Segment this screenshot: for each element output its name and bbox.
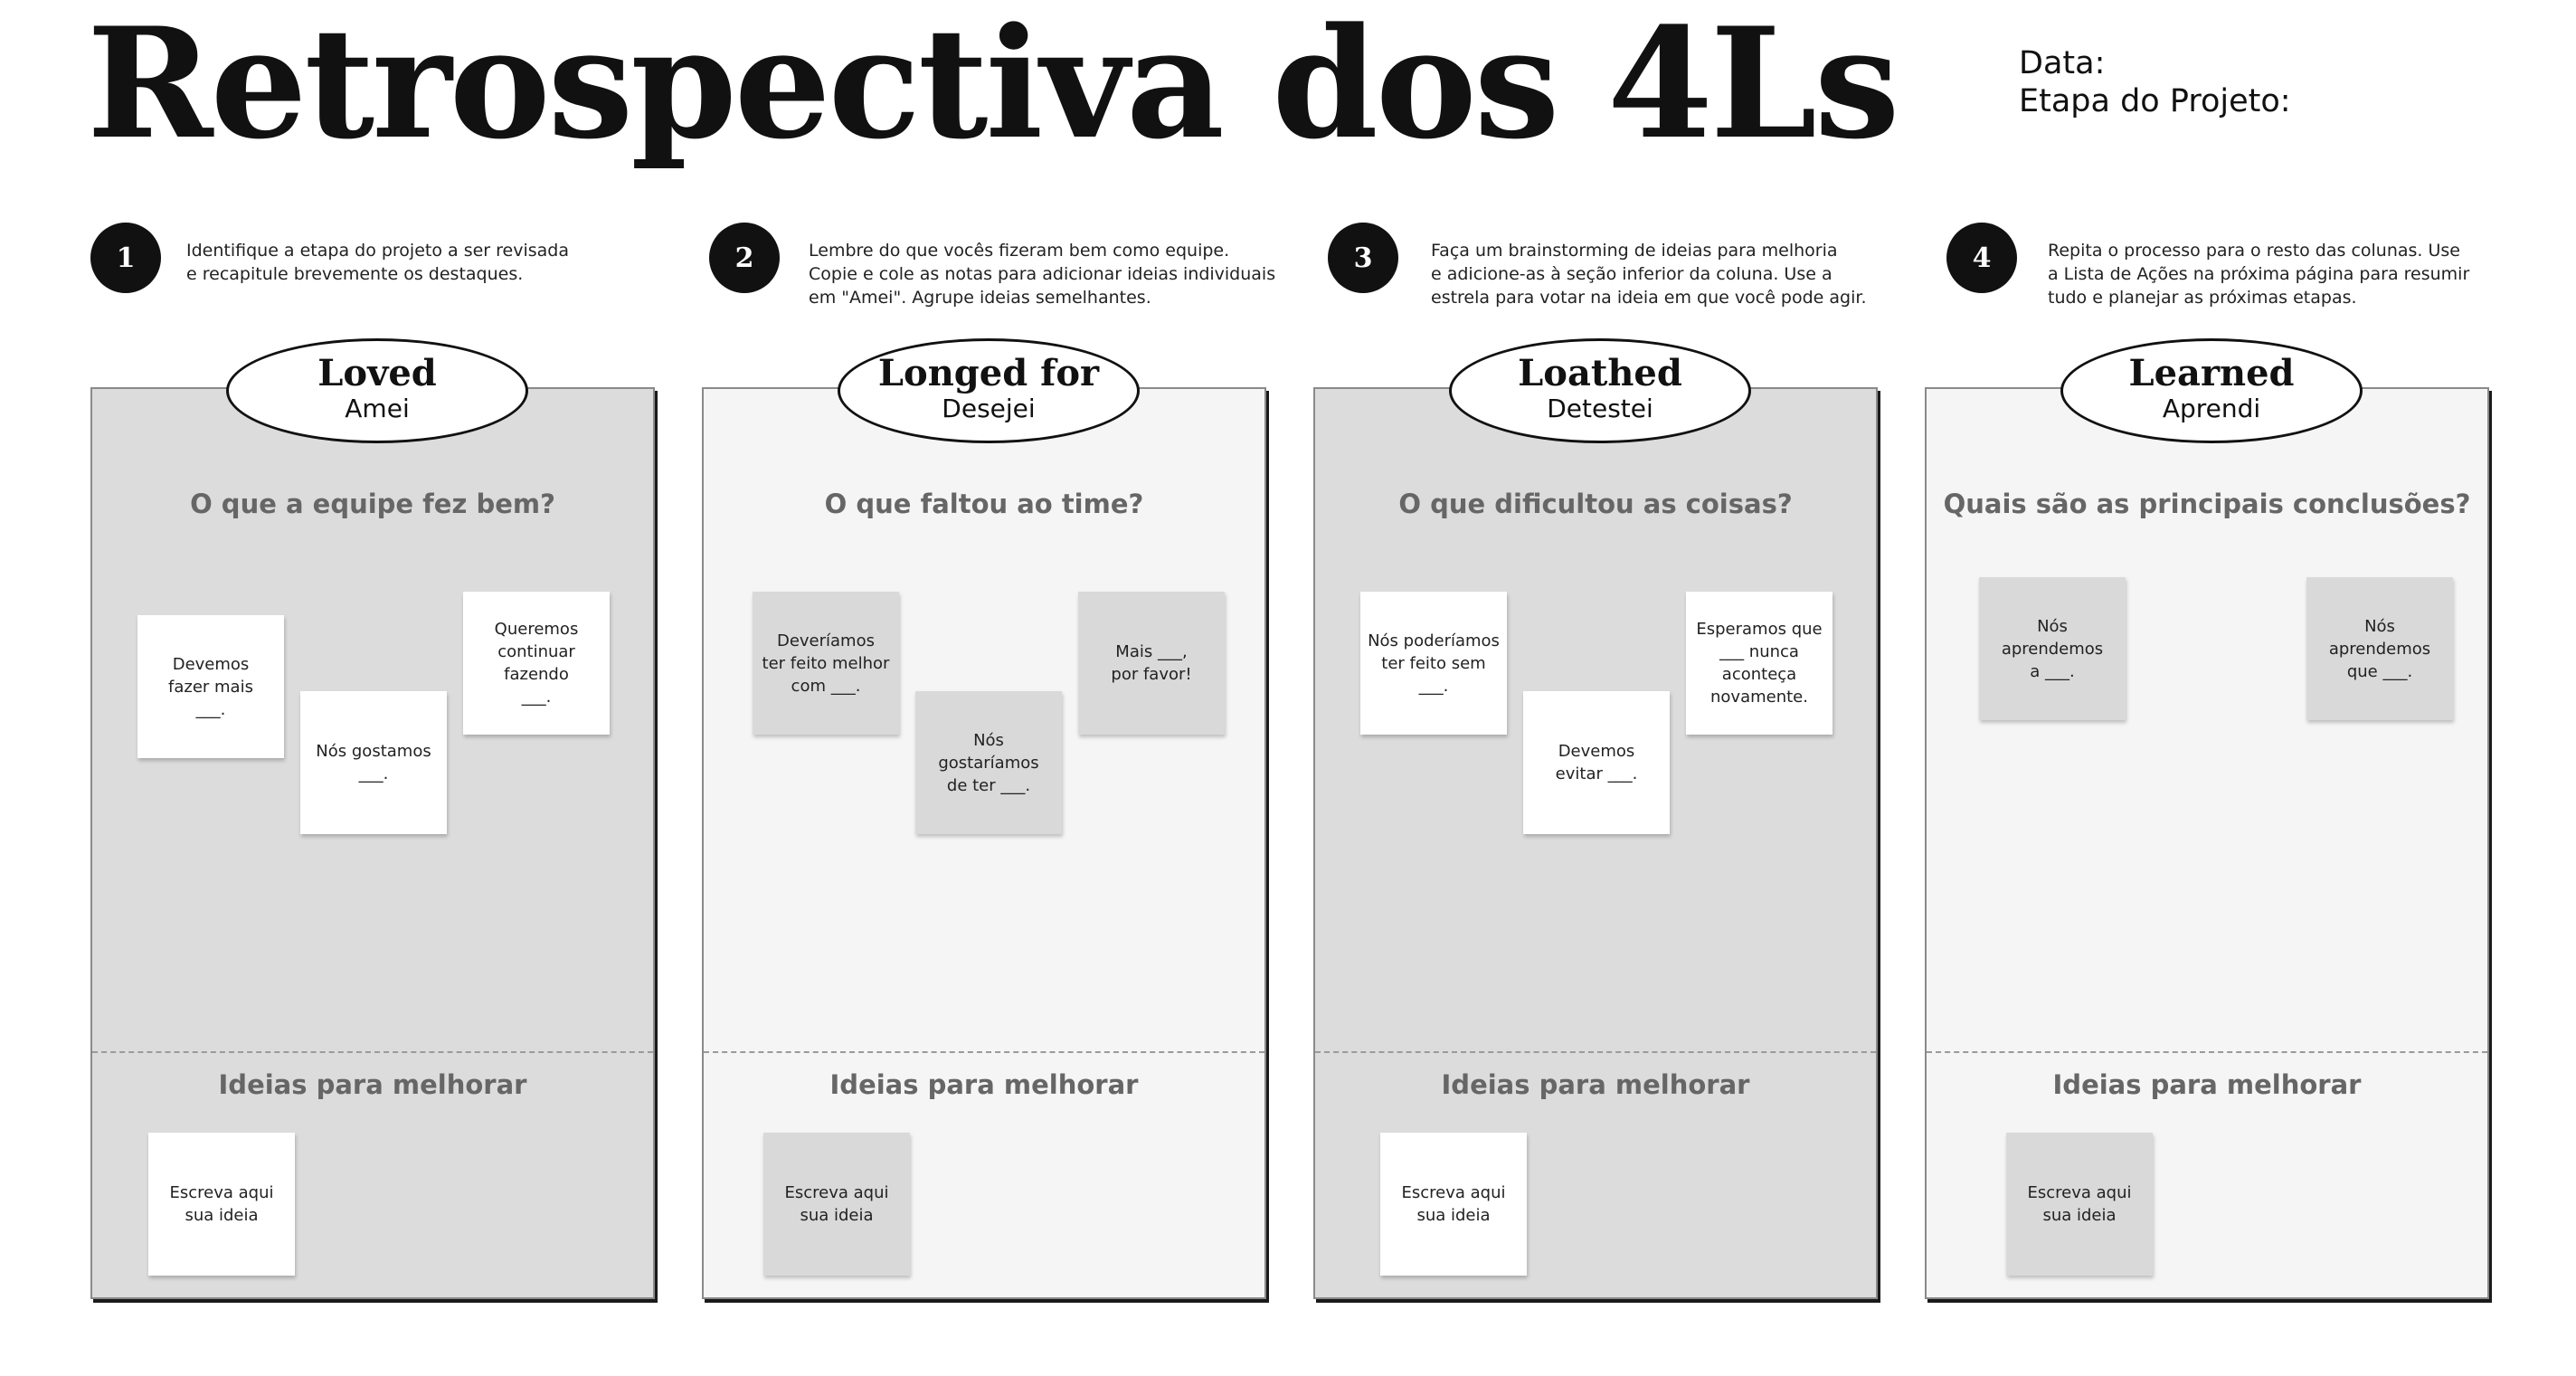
column-loved: Loved Amei O que a equipe fez bem? Devem… xyxy=(90,338,655,1299)
column-question: O que faltou ao time? xyxy=(824,489,1144,519)
idea-note[interactable]: Escreva aqui sua ideia xyxy=(2006,1133,2153,1276)
sticky-note[interactable]: Devemos evitar ___. xyxy=(1523,691,1670,834)
column-subtitle: Desejei xyxy=(942,394,1036,423)
column-title: Loved xyxy=(317,352,437,394)
column-title: Loathed xyxy=(1518,352,1682,394)
project-stage-label[interactable]: Etapa do Projeto: xyxy=(2019,83,2291,119)
step-4-text: Repita o processo para o resto das colun… xyxy=(2048,241,2470,308)
step-1-text: Identifique a etapa do projeto a ser rev… xyxy=(186,241,569,284)
date-label[interactable]: Data: xyxy=(2019,45,2106,81)
sticky-note[interactable]: Esperamos que ___ nunca aconteça novamen… xyxy=(1686,592,1833,735)
step-2-text: Lembre do que vocês fizeram bem como equ… xyxy=(809,241,1276,308)
sticky-note[interactable]: Nós gostamos ___. xyxy=(300,691,447,834)
column-subtitle: Amei xyxy=(345,394,410,423)
idea-note[interactable]: Escreva aqui sua ideia xyxy=(1380,1133,1527,1276)
step-2-number: 2 xyxy=(709,223,780,293)
sticky-note[interactable]: Nós aprendemos que ___. xyxy=(2306,577,2453,720)
page-title: Retrospectiva dos 4Ls xyxy=(87,0,1899,173)
step-3-number: 3 xyxy=(1328,223,1398,293)
column-question: O que dificultou as coisas? xyxy=(1398,489,1793,519)
sticky-note[interactable]: Queremos continuar fazendo ___. xyxy=(463,592,610,735)
step-1-number: 1 xyxy=(90,223,161,293)
section-divider xyxy=(1315,1051,1876,1053)
section-divider xyxy=(1927,1051,2487,1053)
column-learned: Learned Aprendi Quais são as principais … xyxy=(1925,338,2489,1299)
sticky-note[interactable]: Nós aprendemos a ___. xyxy=(1979,577,2126,720)
sticky-note[interactable]: Mais ___, por favor! xyxy=(1078,592,1225,735)
column-question: Quais são as principais conclusões? xyxy=(1943,489,2471,519)
column-subtitle: Aprendi xyxy=(2162,394,2261,423)
column-subtitle: Detestei xyxy=(1547,394,1653,423)
column-title: Learned xyxy=(2128,352,2295,394)
step-3-text: Faça um brainstorming de ideias para mel… xyxy=(1431,241,1867,308)
section-divider xyxy=(704,1051,1264,1053)
improvement-ideas-label: Ideias para melhorar xyxy=(218,1069,527,1100)
column-badge-longed-for: Longed for Desejei xyxy=(838,338,1140,443)
step-4-number: 4 xyxy=(1946,223,2017,293)
section-divider xyxy=(92,1051,653,1053)
improvement-ideas-label: Ideias para melhorar xyxy=(1441,1069,1750,1100)
improvement-ideas-label: Ideias para melhorar xyxy=(2052,1069,2362,1100)
idea-note[interactable]: Escreva aqui sua ideia xyxy=(763,1133,910,1276)
column-title: Longed for xyxy=(877,352,1100,394)
column-badge-loved: Loved Amei xyxy=(226,338,528,443)
sticky-note[interactable]: Devemos fazer mais ___. xyxy=(137,615,284,758)
sticky-note[interactable]: Nós poderíamos ter feito sem ___. xyxy=(1360,592,1507,735)
sticky-note[interactable]: Nós gostaríamos de ter ___. xyxy=(915,691,1062,834)
column-badge-learned: Learned Aprendi xyxy=(2060,338,2363,443)
column-longed-for: Longed for Desejei O que faltou ao time?… xyxy=(702,338,1266,1299)
column-loathed: Loathed Detestei O que dificultou as coi… xyxy=(1313,338,1878,1299)
sticky-note[interactable]: Deveríamos ter feito melhor com ___. xyxy=(753,592,899,735)
column-badge-loathed: Loathed Detestei xyxy=(1449,338,1751,443)
idea-note[interactable]: Escreva aqui sua ideia xyxy=(148,1133,295,1276)
column-question: O que a equipe fez bem? xyxy=(190,489,555,519)
improvement-ideas-label: Ideias para melhorar xyxy=(829,1069,1139,1100)
